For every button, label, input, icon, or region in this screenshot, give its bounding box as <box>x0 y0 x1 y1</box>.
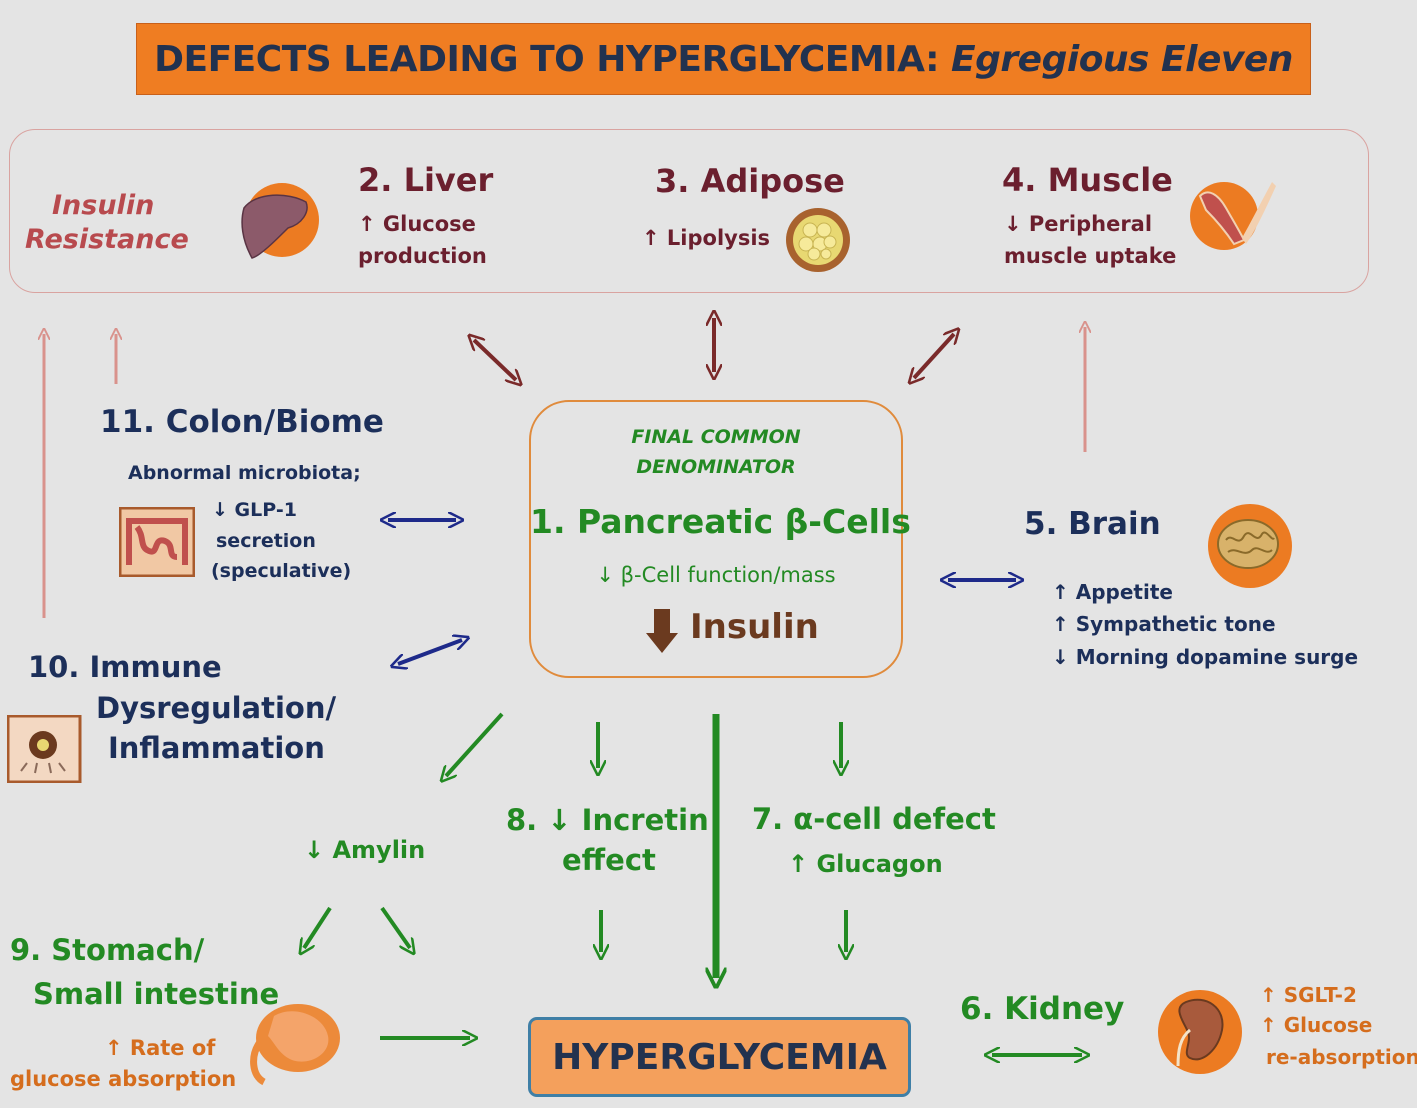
beta-cell-function-text: ↓ β-Cell function/mass <box>596 563 836 587</box>
colon-line-3: secretion <box>216 530 316 552</box>
alpha-cell-line-2: ↑ Glucagon <box>788 850 943 878</box>
adipose-title: 3. Adipose <box>655 162 845 200</box>
kidney-icon <box>1158 990 1242 1074</box>
adipose-cell-icon <box>786 208 850 272</box>
immune-line-3: Inflammation <box>108 731 325 765</box>
brain-line-2: ↑ Sympathetic tone <box>1052 612 1276 636</box>
insulin-resistance-label-1: Insulin <box>52 190 155 221</box>
center-label-1: FINAL COMMON <box>631 426 801 448</box>
colon-line-4: (speculative) <box>211 560 352 582</box>
kidney-line-1: ↑ SGLT-2 <box>1260 983 1357 1007</box>
immune-line-1: 10. Immune <box>28 650 222 684</box>
insulin-resistance-box <box>9 129 1369 293</box>
stomach-icon <box>250 1004 340 1086</box>
brown-arrow-liver <box>474 340 516 380</box>
pancreatic-beta-cells-title: 1. Pancreatic β-Cells <box>530 502 911 541</box>
brain-line-1: ↑ Appetite <box>1052 580 1173 604</box>
liver-icon <box>241 183 319 259</box>
brain-line-3: ↓ Morning dopamine surge <box>1052 645 1359 669</box>
liver-line-2: production <box>358 244 487 268</box>
insulin-resistance-label-2: Resistance <box>25 224 189 255</box>
stomach-line-2: Small intestine <box>33 977 280 1011</box>
muscle-line-1: ↓ Peripheral <box>1004 212 1153 236</box>
hyperglycemia-box: HYPERGLYCEMIA <box>528 1017 911 1097</box>
green-arrow-amylin-right <box>380 906 410 948</box>
colon-line-2: ↓ GLP-1 <box>212 499 297 521</box>
adipose-line-1: ↑ Lipolysis <box>642 226 771 250</box>
muscle-line-2: muscle uptake <box>1004 244 1177 268</box>
final-common-denominator-box <box>529 400 903 678</box>
brain-icon <box>1208 504 1292 588</box>
stomach-line-4: glucose absorption <box>10 1067 237 1091</box>
green-arrow-amylin-diag <box>446 712 504 776</box>
stomach-line-1: 9. Stomach/ <box>10 933 205 967</box>
alpha-cell-line-1: 7. α-cell defect <box>752 802 996 836</box>
kidney-title: 6. Kidney <box>960 991 1125 1027</box>
stomach-line-3: ↑ Rate of <box>105 1036 216 1060</box>
center-label-2: DENOMINATOR <box>636 456 796 478</box>
title-italic: Egregious Eleven <box>951 38 1293 80</box>
navy-arrow-immune <box>398 640 462 664</box>
muscle-icon <box>1190 182 1276 250</box>
incretin-line-2: effect <box>562 843 656 877</box>
muscle-title: 4. Muscle <box>1002 161 1173 199</box>
amylin-text: ↓ Amylin <box>304 836 426 864</box>
title-main: DEFECTS LEADING TO HYPERGLYCEMIA: <box>154 38 939 80</box>
liver-line-1: ↑ Glucose <box>358 212 476 236</box>
insulin-down-arrow-icon <box>646 609 678 653</box>
colon-line-1: Abnormal microbiota; <box>128 462 361 484</box>
kidney-line-3: re-absorption <box>1266 1045 1417 1069</box>
colon-title: 11. Colon/Biome <box>100 404 384 440</box>
immune-cell-icon <box>7 715 82 783</box>
kidney-line-2: ↑ Glucose <box>1260 1013 1373 1037</box>
incretin-line-1: 8. ↓ Incretin <box>506 803 709 837</box>
liver-title: 2. Liver <box>358 161 494 199</box>
green-arrow-amylin-left <box>304 906 332 948</box>
immune-line-2: Dysregulation/ <box>96 691 337 725</box>
brown-arrow-muscle <box>914 334 954 378</box>
insulin-text: Insulin <box>690 607 819 647</box>
brain-title: 5. Brain <box>1024 506 1161 542</box>
colon-icon <box>119 507 195 577</box>
title-banner: DEFECTS LEADING TO HYPERGLYCEMIA: Egregi… <box>136 23 1311 95</box>
